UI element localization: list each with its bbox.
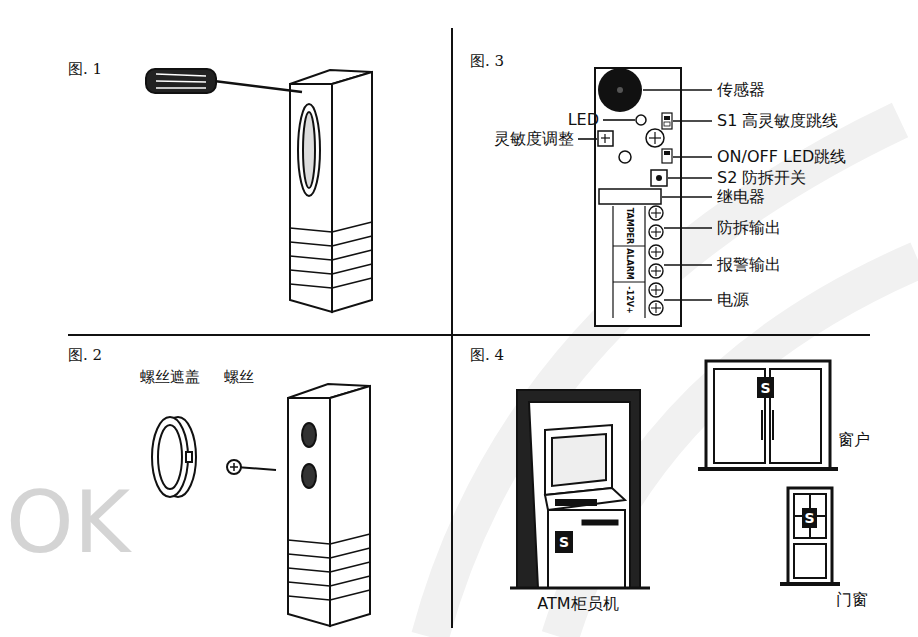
figure-number: 图. 4: [470, 347, 504, 364]
watermark-curves: [430, 120, 918, 637]
detector-device: [290, 70, 372, 312]
part-name: 窗户: [838, 431, 870, 449]
part-name: 螺丝遮盖: [140, 369, 200, 386]
watermark: OK: [6, 473, 130, 572]
atm-machine: [510, 390, 650, 588]
part-name: 门窗: [836, 591, 868, 609]
divider: [451, 28, 453, 628]
sensor-tag: S: [555, 531, 573, 553]
part-name: 电源: [717, 291, 749, 309]
screw: [227, 460, 276, 474]
terminal-name: TAMPER: [625, 208, 633, 244]
figure-number: 图. 1: [68, 61, 102, 78]
detector-device: [288, 384, 370, 626]
watermark-curve: [430, 120, 900, 637]
divider: [68, 334, 870, 336]
part-name: 防拆输出: [717, 219, 781, 237]
part-name: 报警输出: [717, 256, 781, 274]
sensor-tag-text: S: [559, 535, 569, 549]
terminal-name: ALARM: [625, 248, 633, 280]
part-name: S2 防拆开关: [717, 169, 806, 187]
part-name: ATM柜员机: [537, 595, 618, 613]
part-name: ON/OFF LED跳线: [717, 148, 846, 166]
sensor-tag: S: [757, 377, 774, 398]
sensor-tag: S: [802, 508, 817, 528]
figure-number: 图. 2: [68, 347, 102, 364]
terminal-name: -12V+: [625, 286, 633, 313]
part-name: 继电器: [717, 188, 765, 206]
sensor-tag-text: S: [804, 511, 814, 525]
part-name: S1 高灵敏度跳线: [717, 112, 838, 130]
screw-cover: [152, 417, 196, 497]
screwdriver: [146, 69, 302, 93]
figure-number: 图. 3: [470, 53, 504, 70]
part-name: 灵敏度调整: [494, 130, 574, 148]
part-name: 传感器: [717, 81, 765, 99]
window: [698, 361, 838, 469]
part-name: LED: [568, 111, 599, 129]
door-window: [780, 488, 840, 584]
part-name: 螺丝: [224, 369, 254, 386]
sensor-tag-text: S: [760, 381, 770, 395]
